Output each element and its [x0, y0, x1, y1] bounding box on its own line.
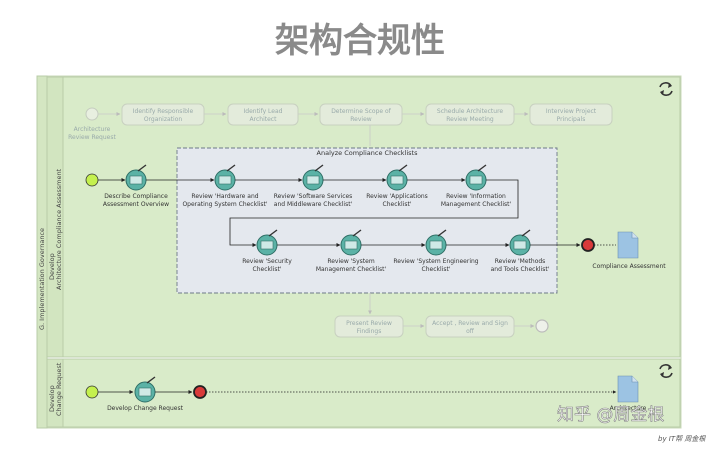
- task-review-applications[interactable]: [386, 164, 408, 191]
- page-title: 架构合规性: [275, 21, 445, 61]
- task-label: Review 'Methods: [495, 258, 546, 265]
- document-icon[interactable]: [617, 231, 639, 259]
- faded-step-label: Identify Responsible: [133, 108, 194, 115]
- pencil-icon: [521, 229, 531, 237]
- task-label: Describe Compliance: [104, 193, 168, 200]
- faded-start-event: [85, 107, 99, 121]
- pencil-icon: [146, 376, 156, 384]
- pencil-icon: [437, 229, 447, 237]
- pencil-icon: [226, 164, 236, 172]
- task-label: and Tools Checklist': [491, 266, 550, 273]
- credit-text: by IT帮 周金根: [658, 435, 706, 443]
- faded-step: [529, 103, 613, 126]
- task-label: Review 'System: [327, 258, 374, 265]
- sequence-flow: [229, 179, 519, 247]
- faded-step-label: Architecture: [74, 126, 111, 133]
- faded-step-label: Schedule Architecture: [437, 108, 504, 115]
- lane2-label-change: Change Request: [55, 362, 63, 416]
- task-review-software[interactable]: [302, 164, 324, 191]
- faded-step: [227, 103, 299, 126]
- faded-step-label: Review: [350, 116, 372, 123]
- faded-end-event: [535, 319, 549, 333]
- task-label: Review 'System Engineering: [393, 258, 478, 265]
- task-label: Checklist': [422, 266, 451, 273]
- lane2-label-develop: Develop: [48, 385, 56, 412]
- faded-step: [425, 103, 515, 126]
- faded-step-label: Review Meeting: [446, 116, 494, 123]
- end-event: [581, 238, 595, 252]
- faded-step: [334, 315, 404, 338]
- faded-step: [319, 103, 403, 126]
- pool-label: G. Implementation Governance: [38, 228, 46, 330]
- task-label: Review 'Hardware and: [191, 193, 258, 200]
- task-label: Review 'Information: [446, 193, 506, 200]
- faded-step-label: Principals: [557, 116, 586, 123]
- faded-step-label: Interview Project: [546, 108, 597, 115]
- lane-label-strip: [46, 76, 64, 358]
- pencil-icon: [352, 229, 362, 237]
- task-review-system-mgmt[interactable]: [340, 229, 362, 256]
- task-label: Management Checklist': [316, 266, 387, 273]
- lane-label-strip-2: [46, 358, 64, 428]
- task-label: Assessment Overview: [103, 201, 169, 208]
- task-label: Review 'Security: [242, 258, 292, 265]
- faded-step: [425, 315, 515, 338]
- document-icon[interactable]: [617, 375, 639, 403]
- faded-step-label: Review Request: [68, 134, 116, 141]
- pencil-icon: [268, 229, 278, 237]
- task-label: Checklist': [383, 201, 412, 208]
- task-label: Operating System Checklist': [182, 201, 267, 208]
- task-label: Checklist': [253, 266, 282, 273]
- watermark: 知乎 @周金根: [557, 405, 664, 425]
- refresh-icon[interactable]: [659, 364, 673, 378]
- pencil-icon: [398, 164, 408, 172]
- task-label: Management Checklist': [441, 201, 512, 208]
- pencil-icon: [137, 164, 147, 172]
- faded-step-label: Architect: [250, 116, 278, 123]
- document-label: Compliance Assessment: [592, 263, 666, 270]
- faded-step-label: Identify Lead: [244, 108, 283, 115]
- lane-change-request: [46, 358, 681, 428]
- group-label: Analyze Compliance Checklists: [317, 149, 419, 157]
- task-label: Develop Change Request: [107, 405, 184, 412]
- faded-step-label: Organization: [144, 116, 183, 123]
- document-label: Architecture: [610, 405, 647, 412]
- start-event: [85, 385, 99, 399]
- pencil-icon: [477, 164, 487, 172]
- pencil-icon: [314, 164, 324, 172]
- faded-step-label: Findings: [357, 328, 382, 335]
- faded-step-label: Present Review: [346, 320, 392, 327]
- task-label: and Middleware Checklist': [274, 201, 353, 208]
- task-label: Review 'Software Services: [274, 193, 353, 200]
- refresh-icon[interactable]: [659, 82, 673, 96]
- faded-step-label: Determine Scope of: [331, 108, 391, 115]
- task-label: Review 'Applications: [366, 193, 428, 200]
- end-event: [193, 385, 207, 399]
- lane-label-develop: Develop: [48, 253, 56, 280]
- lane-label-compliance: Architecture Compliance Assessment: [55, 168, 63, 290]
- faded-step-label: Accept , Review and Sign: [432, 320, 508, 327]
- faded-step-label: off: [466, 328, 475, 335]
- faded-step: [121, 103, 205, 126]
- start-event: [85, 173, 99, 187]
- group-analyze-checklists: [176, 147, 558, 294]
